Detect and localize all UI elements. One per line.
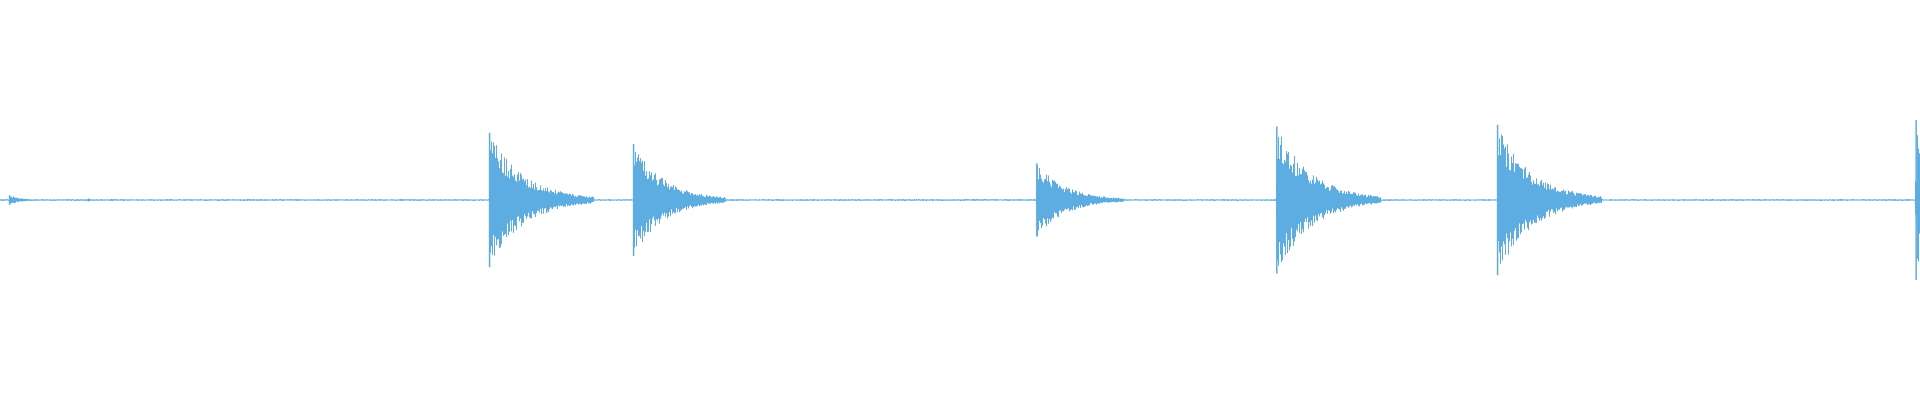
- waveform-trace: [0, 134, 1920, 266]
- waveform-samples: [0, 120, 1920, 280]
